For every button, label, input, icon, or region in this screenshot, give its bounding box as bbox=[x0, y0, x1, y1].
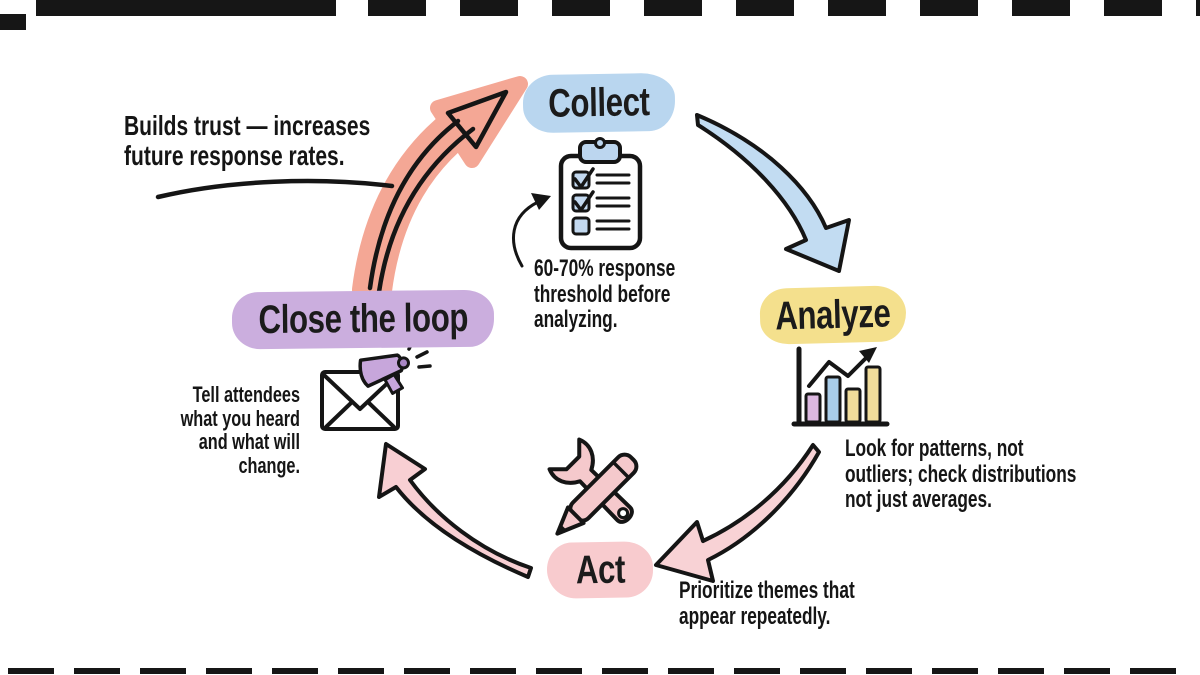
note-tell-attendees-line1: Tell attendees bbox=[192, 382, 300, 407]
note-response-threshold-line3: analyzing. bbox=[534, 306, 618, 334]
checklist-clipboard-icon bbox=[558, 137, 643, 251]
note-response-threshold-line1: 60-70% response bbox=[534, 255, 676, 282]
arrow-collect-to-analyze bbox=[695, 113, 851, 273]
left-edge-artifact-mark bbox=[0, 14, 26, 30]
top-edge-artifact-bar bbox=[36, 0, 336, 16]
top-edge-artifact-dashes bbox=[368, 0, 1200, 16]
note-prioritize-themes-line1: Prioritize themes that bbox=[679, 577, 855, 604]
note-tell-attendees-line2: what you heard bbox=[180, 405, 300, 431]
node-act-label: Act bbox=[575, 547, 625, 592]
note-prioritize-themes: Prioritize themes that appear repeatedly… bbox=[679, 578, 923, 629]
wrench-pencil-icon bbox=[547, 437, 639, 536]
note-look-for-patterns: Look for patterns, not outliers; check d… bbox=[845, 436, 1166, 513]
arrow-act-to-close bbox=[377, 442, 533, 579]
underline-swoosh bbox=[155, 178, 395, 200]
note-response-threshold: 60-70% response threshold before analyzi… bbox=[534, 256, 730, 333]
threshold-pointer-arrow bbox=[512, 193, 551, 268]
note-look-for-patterns-line2: outliers; check distributions bbox=[845, 460, 1077, 488]
note-builds-trust-line1: Builds trust — increases bbox=[124, 110, 371, 141]
node-act: Act bbox=[546, 541, 654, 599]
node-collect-label: Collect bbox=[547, 79, 651, 126]
note-builds-trust: Builds trust — increases future response… bbox=[124, 111, 452, 171]
note-prioritize-themes-line2: appear repeatedly. bbox=[679, 602, 831, 630]
node-close-the-loop-label: Close the loop bbox=[258, 295, 468, 343]
note-builds-trust-line2: future response rates. bbox=[124, 139, 345, 171]
arrow-close-to-collect bbox=[352, 76, 528, 310]
node-close-the-loop: Close the loop bbox=[231, 289, 495, 350]
note-tell-attendees-line3: and what will bbox=[198, 429, 300, 455]
note-look-for-patterns-line1: Look for patterns, not bbox=[845, 435, 1024, 462]
note-tell-attendees: Tell attendees what you heard and what w… bbox=[110, 383, 300, 477]
arrow-analyze-to-act bbox=[654, 443, 821, 583]
bar-chart-icon bbox=[791, 346, 890, 427]
bottom-edge-artifact-dashes bbox=[8, 668, 1192, 674]
envelope-megaphone-icon bbox=[320, 337, 432, 431]
node-analyze-label: Analyze bbox=[774, 290, 892, 338]
note-look-for-patterns-line3: not just averages. bbox=[845, 486, 992, 514]
node-analyze: Analyze bbox=[759, 285, 907, 345]
note-tell-attendees-line4: change. bbox=[238, 452, 300, 478]
node-collect: Collect bbox=[522, 72, 676, 134]
note-response-threshold-line2: threshold before bbox=[534, 280, 671, 308]
